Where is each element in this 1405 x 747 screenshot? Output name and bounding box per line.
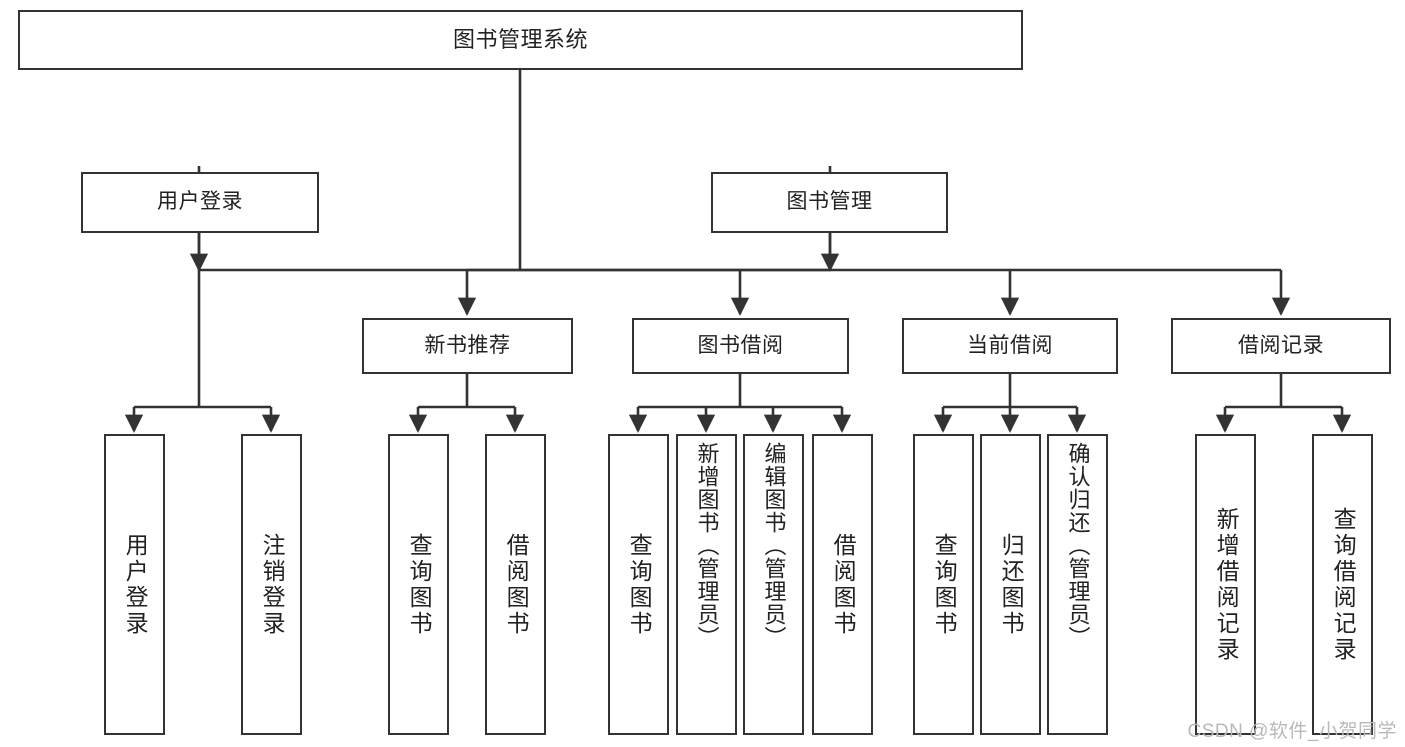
node-book-borrow[interactable]: 图书借阅 [632,318,849,374]
leaf-add-borrow-record[interactable]: 新增借阅记录 [1195,434,1256,735]
node-borrow-record[interactable]: 借阅记录 [1171,318,1391,374]
node-user-login[interactable]: 用户登录 [81,172,319,233]
node-label: 归还图书 [998,532,1025,637]
node-label: 图书管理系统 [452,27,588,53]
node-label: 借阅图书 [503,532,530,637]
node-label: 借阅图书 [830,532,857,637]
node-book-management[interactable]: 图书管理 [711,172,948,233]
leaf-edit-book-admin[interactable]: 编辑图书（管理员） [743,434,804,735]
node-label: 当前借阅 [967,333,1053,357]
leaf-confirm-return-admin[interactable]: 确认归还（管理员） [1047,434,1108,735]
leaf-borrow-book-recommend[interactable]: 借阅图书 [485,434,546,735]
node-label: 查询图书 [406,532,433,637]
node-label: 新增借阅记录 [1213,506,1240,663]
node-root-book-management-system[interactable]: 图书管理系统 [18,10,1023,70]
node-new-book-recommend[interactable]: 新书推荐 [362,318,573,374]
node-label: 图书借阅 [697,333,784,357]
node-label: 借阅记录 [1238,333,1324,357]
leaf-add-book-admin[interactable]: 新增图书（管理员） [676,434,737,735]
node-label: 查询图书 [931,532,958,637]
leaf-query-book-borrow[interactable]: 查询图书 [608,434,669,735]
leaf-return-book[interactable]: 归还图书 [980,434,1041,735]
leaf-query-borrow-record[interactable]: 查询借阅记录 [1312,434,1373,735]
csdn-watermark: CSDN @软件_小贺同学 [1187,721,1397,742]
node-label: 查询借阅记录 [1330,506,1357,663]
node-label: 用户登录 [157,190,243,214]
node-label: 查询图书 [626,532,653,637]
leaf-query-book-recommend[interactable]: 查询图书 [388,434,449,735]
node-label: 图书管理 [786,190,873,214]
node-label: 新书推荐 [424,333,511,357]
leaf-user-login[interactable]: 用户登录 [104,434,165,735]
node-label: 注销登录 [259,532,286,637]
node-label: 编辑图书（管理员） [761,442,787,649]
leaf-query-book-current[interactable]: 查询图书 [913,434,974,735]
leaf-logout-login[interactable]: 注销登录 [241,434,302,735]
leaf-borrow-book[interactable]: 借阅图书 [812,434,873,735]
node-label: 确认归还（管理员） [1065,442,1091,649]
node-label: 用户登录 [122,532,149,637]
node-label: 新增图书（管理员） [694,442,720,649]
node-current-borrow[interactable]: 当前借阅 [902,318,1118,374]
